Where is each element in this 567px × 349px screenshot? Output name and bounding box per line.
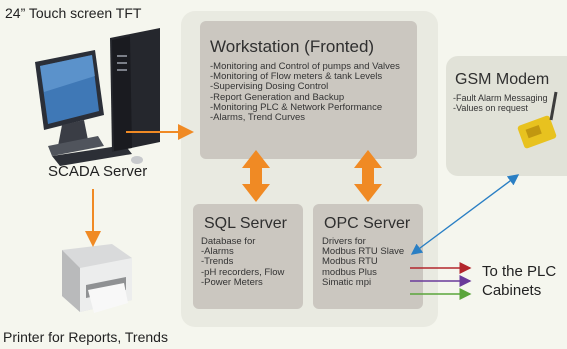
list-item: -Alarms (201, 246, 234, 258)
list-item: Modbus RTU Slave (322, 246, 405, 258)
workstation-box: Workstation (Fronted) -Monitoring and Co… (200, 21, 417, 159)
gsm-modem-panel: GSM Modem -Fault Alarm Messaging -Values… (446, 56, 567, 176)
printer-icon (62, 244, 132, 313)
workstation-list: -Monitoring and Control of pumps and Val… (210, 61, 400, 124)
plc-label: To the PLC Cabinets (482, 262, 556, 300)
monitor-label: 24” Touch screen TFT (5, 5, 142, 21)
plc-label-line-1: To the PLC (482, 263, 557, 280)
list-item: -Supervising Dosing Control (210, 81, 329, 93)
list-item: -Power Meters (201, 276, 263, 288)
tower-icon (110, 28, 160, 152)
monitor-icon (35, 50, 104, 156)
list-item: modbus Plus (322, 266, 377, 278)
list-item: -Monitoring of Flow meters & tank Levels (210, 71, 383, 83)
list-item: -Monitoring PLC & Network Performance (210, 101, 383, 113)
sql-server-box: SQL Server Database for -Alarms -Trends … (193, 204, 303, 309)
gsm-modem-title: GSM Modem (455, 71, 550, 88)
sql-server-list: Database for -Alarms -Trends -pH recorde… (201, 236, 285, 288)
list-item: -Alarms, Trend Curves (210, 112, 306, 124)
workstation-title: Workstation (Fronted) (210, 37, 375, 56)
list-item: Modbus RTU (322, 256, 378, 268)
list-item: -Fault Alarm Messaging (453, 93, 548, 103)
list-item: -pH recorders, Flow (201, 266, 285, 278)
opc-server-title: OPC Server (324, 215, 411, 232)
scada-server-label: SCADA Server (48, 163, 148, 180)
list-item: Simatic mpi (322, 276, 372, 288)
opc-server-box: OPC Server Drivers for Modbus RTU Slave … (313, 204, 423, 309)
plc-label-line-2: Cabinets (482, 282, 542, 299)
list-item: -Monitoring and Control of pumps and Val… (210, 61, 400, 72)
opc-server-list: Drivers for Modbus RTU Slave Modbus RTU … (322, 236, 405, 288)
list-item: -Trends (201, 256, 234, 268)
list-item: -Report Generation and Backup (210, 91, 345, 103)
printer-label: Printer for Reports, Trends (3, 329, 168, 345)
sql-server-title: SQL Server (204, 215, 287, 232)
list-item: Drivers for (322, 236, 366, 247)
gsm-modem-list: -Fault Alarm Messaging -Values on reques… (453, 93, 548, 113)
list-item: Database for (201, 236, 256, 247)
list-item: -Values on request (453, 103, 528, 114)
